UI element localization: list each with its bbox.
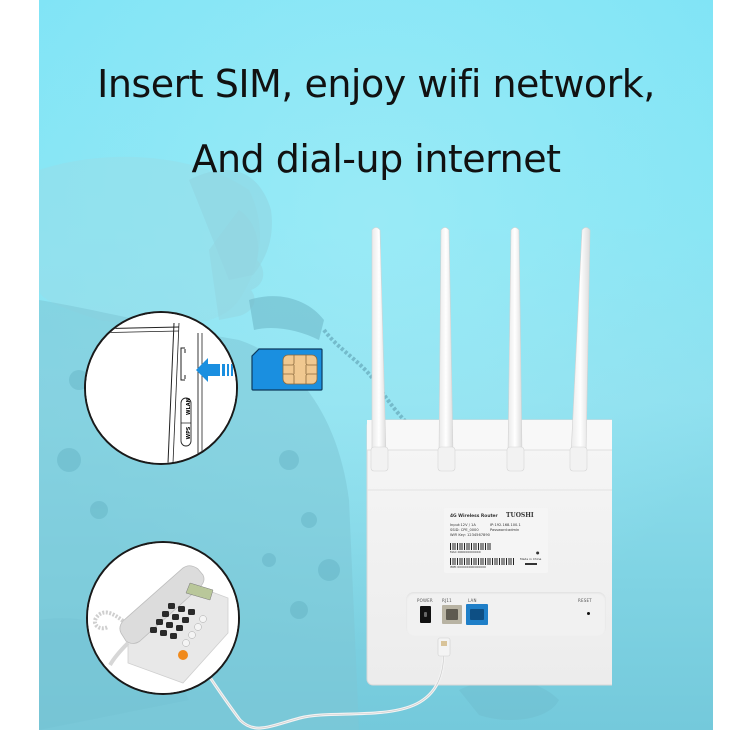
reset-button[interactable] — [587, 612, 590, 615]
antenna — [370, 227, 389, 472]
arrow-left-icon — [196, 358, 233, 382]
power-port[interactable] — [420, 606, 431, 623]
sim-slot-diagram — [86, 313, 236, 463]
label-wifi-key: WiFi Key: 1234567890 — [450, 533, 490, 537]
label-ip: IP:192.168.100.1 — [490, 523, 521, 527]
label-password: Password:admin — [490, 528, 520, 532]
antenna — [506, 227, 525, 472]
antenna — [437, 227, 456, 472]
label-mac: MAC:000000000000 — [450, 550, 481, 554]
rj11-plug — [437, 637, 451, 657]
label-mark: ● — [536, 550, 540, 555]
router-port-panel: POWER RJ11 LAN RESET — [406, 592, 606, 636]
phone-orange-button — [178, 650, 188, 660]
label-brand: TUOSHI — [506, 512, 534, 519]
headline-line-2: And dial-up internet — [191, 137, 561, 181]
sim-card-icon — [251, 348, 323, 391]
label-title: 4G Wireless Router — [450, 514, 498, 519]
port-label-reset: RESET — [578, 598, 592, 603]
rj11-phone-port[interactable] — [442, 605, 462, 624]
headline-line-1: Insert SIM, enjoy wifi network, — [97, 62, 655, 106]
label-input: Input:12V / 1A — [450, 523, 476, 527]
barcode-mac — [450, 543, 492, 550]
sim-slot-inset: WLAN WPS — [84, 311, 238, 465]
port-label-rj11: RJ11 — [442, 598, 452, 603]
label-origin: Made in China — [520, 557, 542, 561]
label-imei: IMEI:000000000000000 — [450, 565, 486, 569]
antenna — [569, 227, 591, 472]
desk-telephone-icon — [88, 543, 238, 693]
port-label-lan: LAN — [468, 598, 477, 603]
telephone-inset — [86, 541, 240, 695]
port-label-power: POWER — [417, 598, 433, 603]
router-spec-label: 4G Wireless Router TUOSHI Input:12V / 1A… — [444, 508, 548, 573]
label-code-mark — [525, 563, 537, 565]
lan-port[interactable] — [466, 604, 488, 625]
barcode-imei — [450, 558, 514, 565]
label-ssid: SSID: CPE_0000 — [450, 528, 479, 532]
